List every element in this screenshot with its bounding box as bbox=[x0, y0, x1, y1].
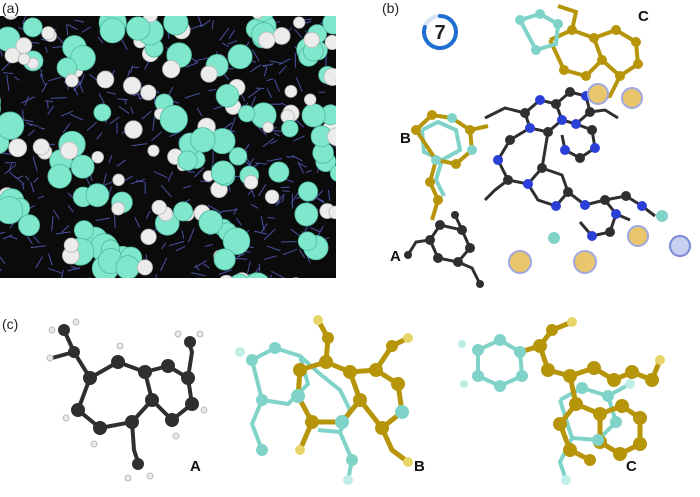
badge-progress-arc bbox=[422, 14, 458, 50]
molecule-comparison bbox=[0, 300, 700, 497]
label-c-c: C bbox=[626, 458, 637, 475]
packing-image bbox=[0, 16, 336, 278]
space-filling-layer bbox=[0, 16, 336, 278]
molecule-b-atoms bbox=[235, 315, 413, 485]
lock-badge: 7 bbox=[422, 14, 458, 50]
panel-label-b: (b) bbox=[382, 0, 400, 16]
molecule-comparison-illustration bbox=[46, 315, 665, 485]
molecule-a-hydrogens bbox=[46, 318, 208, 482]
label-b-a: A bbox=[390, 248, 401, 265]
label-b-b: B bbox=[400, 130, 411, 147]
bond-network bbox=[406, 90, 656, 285]
molecule-overlay-illustration: 7 bbox=[404, 4, 691, 288]
molecule-c-atoms bbox=[458, 317, 665, 485]
packing-illustration bbox=[0, 16, 336, 278]
molecule-a-atoms bbox=[58, 324, 199, 470]
panel-label-c: (c) bbox=[2, 316, 19, 332]
label-c-b: B bbox=[414, 458, 425, 475]
atoms bbox=[404, 9, 647, 288]
molecule-overlay: 7 bbox=[380, 0, 700, 300]
gold-overlay-b bbox=[414, 112, 489, 221]
label-b-c: C bbox=[638, 8, 649, 25]
badge-value: 7 bbox=[434, 22, 445, 44]
large-spheres bbox=[508, 83, 691, 274]
panel-label-a: (a) bbox=[2, 0, 20, 16]
label-c-a: A bbox=[190, 458, 201, 475]
